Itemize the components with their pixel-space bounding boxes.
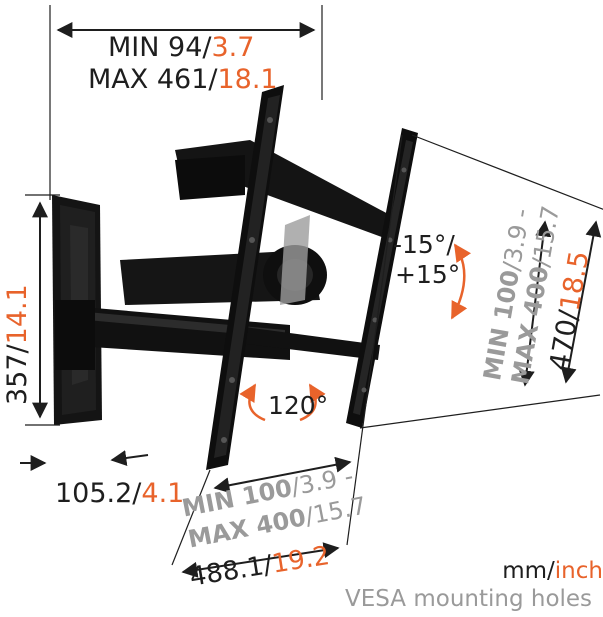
dimension-arrows xyxy=(20,22,602,578)
vesa-note: VESA mounting holes xyxy=(345,588,593,612)
depth-label: 105.2/4.1 xyxy=(55,478,185,509)
vesa-note-box: VESA mounting holes xyxy=(300,588,603,617)
vesa-rail-left xyxy=(206,85,284,470)
extension-lines xyxy=(25,5,603,566)
width-max-label: MAX 461/18.1 xyxy=(88,64,278,95)
tilt-label-line2: +15° xyxy=(395,260,461,289)
upper-arm xyxy=(175,140,390,360)
legend: mm/inch xyxy=(440,560,603,617)
units-legend: mm/inch xyxy=(502,560,603,584)
middle-arm xyxy=(120,215,327,305)
width-min-label: MIN 94/3.7 xyxy=(108,32,255,63)
rotation-arrows xyxy=(239,243,472,422)
swivel-label: 120° xyxy=(268,391,329,420)
tilt-label-line1: -15°/ xyxy=(393,230,455,259)
height-label: 357/14.1 xyxy=(2,284,33,405)
